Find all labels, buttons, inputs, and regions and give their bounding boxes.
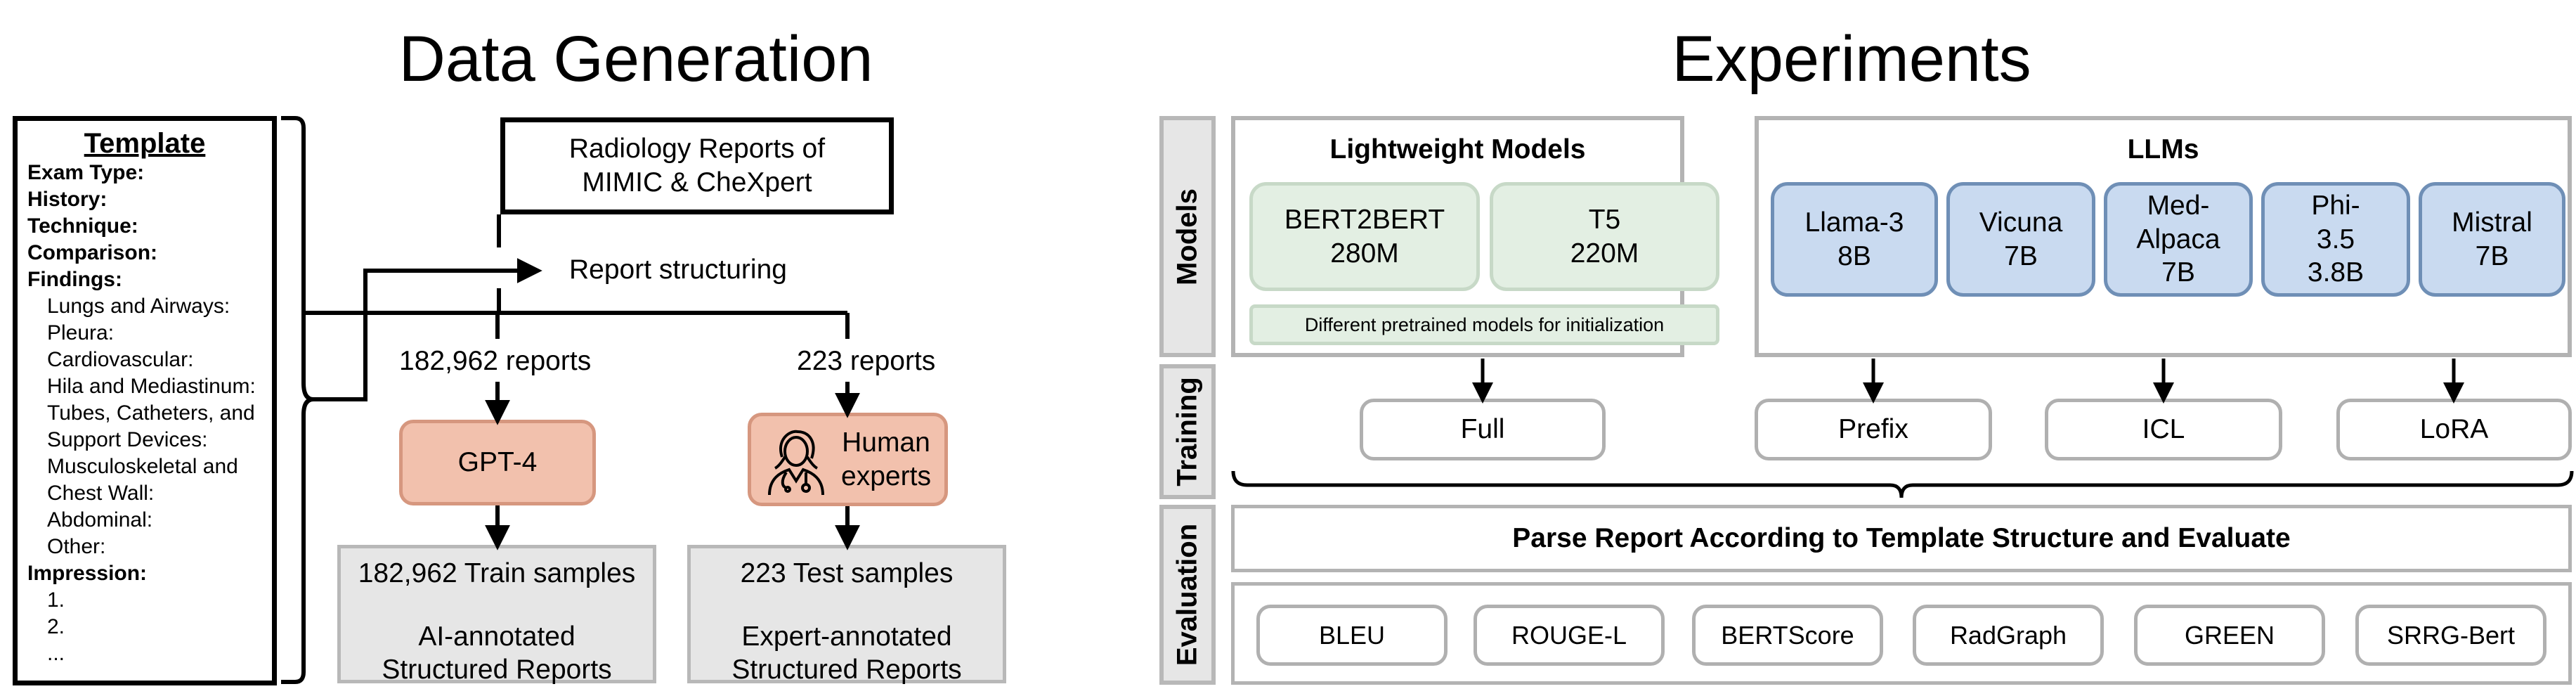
gpt4-label: GPT-4	[457, 447, 538, 478]
template-line: Cardiovascular:	[47, 348, 194, 371]
models-sidebar: Models	[1159, 116, 1216, 357]
llms-title: LLMs	[2127, 134, 2199, 165]
metric-bleu: BLEU	[1256, 605, 1448, 666]
training-label: ICL	[2142, 414, 2185, 445]
metrics-panel	[1231, 582, 2572, 685]
train-samples-box: 182,962 Train samples AI-annotated Struc…	[337, 545, 656, 685]
lightweight-models-panel: Lightweight Models BERT2BERT 280M T5 220…	[1231, 116, 1719, 357]
metric-label: ROUGE-L	[1511, 620, 1627, 650]
template-line: Technique:	[27, 214, 138, 238]
model-name: Llama-3	[1804, 207, 1904, 238]
experiments-title: Experiments	[1672, 23, 2031, 95]
training-prefix: Prefix	[1755, 399, 1992, 460]
template-line: Hila and Mediastinum:	[47, 375, 256, 398]
model-name: T5	[1588, 204, 1621, 235]
template-line: Findings:	[27, 268, 122, 291]
model-card-llama3: Llama-3 8B	[1771, 182, 1938, 297]
model-size: 8B	[1837, 240, 1871, 271]
template-line: Lungs and Airways:	[47, 295, 230, 318]
template-line: Chest Wall:	[47, 482, 155, 505]
template-box: Template Exam Type: History: Technique: Com…	[13, 116, 277, 685]
metric-label: BERTScore	[1721, 620, 1854, 650]
model-size: 7B	[2475, 240, 2509, 271]
training-label: Full	[1460, 414, 1505, 445]
data-generation-title: Data Generation	[398, 23, 873, 95]
metric-label: BLEU	[1318, 620, 1386, 650]
test-samples-box: 223 Test samples Expert-annotated Struct…	[687, 545, 1006, 685]
train-samples-desc: AI-annotated Structured Reports	[382, 621, 612, 685]
training-icl: ICL	[2045, 399, 2282, 460]
pretrained-note: Different pretrained models for initiali…	[1249, 304, 1719, 345]
template-line: Abdominal:	[47, 508, 153, 531]
human-experts-box: Human experts	[748, 413, 948, 506]
training-sidebar: Training	[1159, 364, 1216, 499]
template-title: Template	[84, 128, 206, 159]
template-line: 1.	[47, 588, 65, 612]
metric-radgraph: RadGraph	[1913, 605, 2104, 666]
pretrained-note-text: Different pretrained models for initiali…	[1304, 314, 1665, 335]
model-card-mistral: Mistral 7B	[2419, 182, 2565, 297]
template-line: ...	[47, 642, 65, 665]
source-text: Radiology Reports of MIMIC & CheXpert	[568, 134, 826, 198]
lightweight-models-title: Lightweight Models	[1329, 134, 1586, 165]
metric-rouge-l: ROUGE-L	[1474, 605, 1665, 666]
template-line: Support Devices:	[47, 428, 208, 451]
model-name: Med-Alpaca	[2136, 191, 2220, 254]
test-samples-count: 223 Test samples	[740, 558, 954, 588]
training-label: Prefix	[1838, 414, 1908, 445]
test-samples-desc: Expert-annotated Structured Reports	[731, 621, 962, 685]
template-line: Exam Type:	[27, 161, 145, 184]
model-card-med-alpaca: Med-Alpaca 7B	[2104, 182, 2253, 297]
report-structuring-label: Report structuring	[569, 254, 787, 285]
model-name: BERT2BERT	[1284, 204, 1445, 235]
metric-label: RadGraph	[1949, 620, 2067, 650]
metric-green: GREEN	[2134, 605, 2325, 666]
metric-label: GREEN	[2184, 620, 2275, 650]
model-name: Vicuna	[1979, 207, 2063, 238]
metric-bertscore: BERTScore	[1692, 605, 1883, 666]
model-size: 7B	[2004, 240, 2038, 271]
template-line: Comparison:	[27, 241, 158, 264]
training-label: LoRA	[2419, 414, 2489, 445]
right-count-label: 223 reports	[797, 346, 936, 376]
model-size: 7B	[2161, 257, 2195, 288]
metric-srrg-bert: SRRG-Bert	[2355, 605, 2546, 666]
model-size: 3.8B	[2307, 257, 2364, 288]
template-line: Tubes, Catheters, and	[47, 401, 255, 425]
doctor-icon	[761, 426, 831, 505]
left-count-label: 182,962 reports	[399, 346, 592, 376]
template-line: 2.	[47, 615, 65, 638]
source-box: Radiology Reports of MIMIC & CheXpert	[500, 117, 894, 214]
model-size: 220M	[1570, 238, 1639, 269]
metric-label: SRRG-Bert	[2386, 620, 2516, 650]
model-name: Phi-3.5	[2311, 191, 2360, 254]
model-card-bert2bert: BERT2BERT 280M	[1249, 182, 1480, 291]
template-line: Musculoskeletal and	[47, 455, 238, 478]
template-line: Pleura:	[47, 321, 115, 344]
parse-evaluate-bar: Parse Report According to Template Struc…	[1231, 505, 2572, 572]
brace-arrow	[313, 258, 542, 401]
template-lines: Exam Type: History: Technique: Comparison: F…	[27, 160, 262, 667]
evaluation-sidebar: Evaluation	[1159, 505, 1216, 685]
parse-evaluate-text: Parse Report According to Template Struc…	[1512, 523, 2291, 553]
template-line: Impression:	[27, 562, 148, 585]
training-brace	[1231, 470, 2574, 498]
human-experts-label: Human experts	[841, 427, 931, 491]
template-brace	[281, 116, 314, 684]
template-line: Other:	[47, 535, 106, 558]
model-card-t5: T5 220M	[1490, 182, 1719, 291]
model-card-vicuna: Vicuna 7B	[1946, 182, 2095, 297]
llms-panel: LLMs Llama-3 8B Vicuna 7B Med-Alpaca 7B …	[1755, 116, 2572, 357]
split-line	[304, 288, 847, 315]
template-line: History:	[27, 188, 108, 211]
model-name: Mistral	[2452, 207, 2532, 238]
train-samples-count: 182,962 Train samples	[358, 558, 636, 588]
model-card-phi: Phi-3.5 3.8B	[2261, 182, 2410, 297]
model-size: 280M	[1330, 238, 1399, 269]
